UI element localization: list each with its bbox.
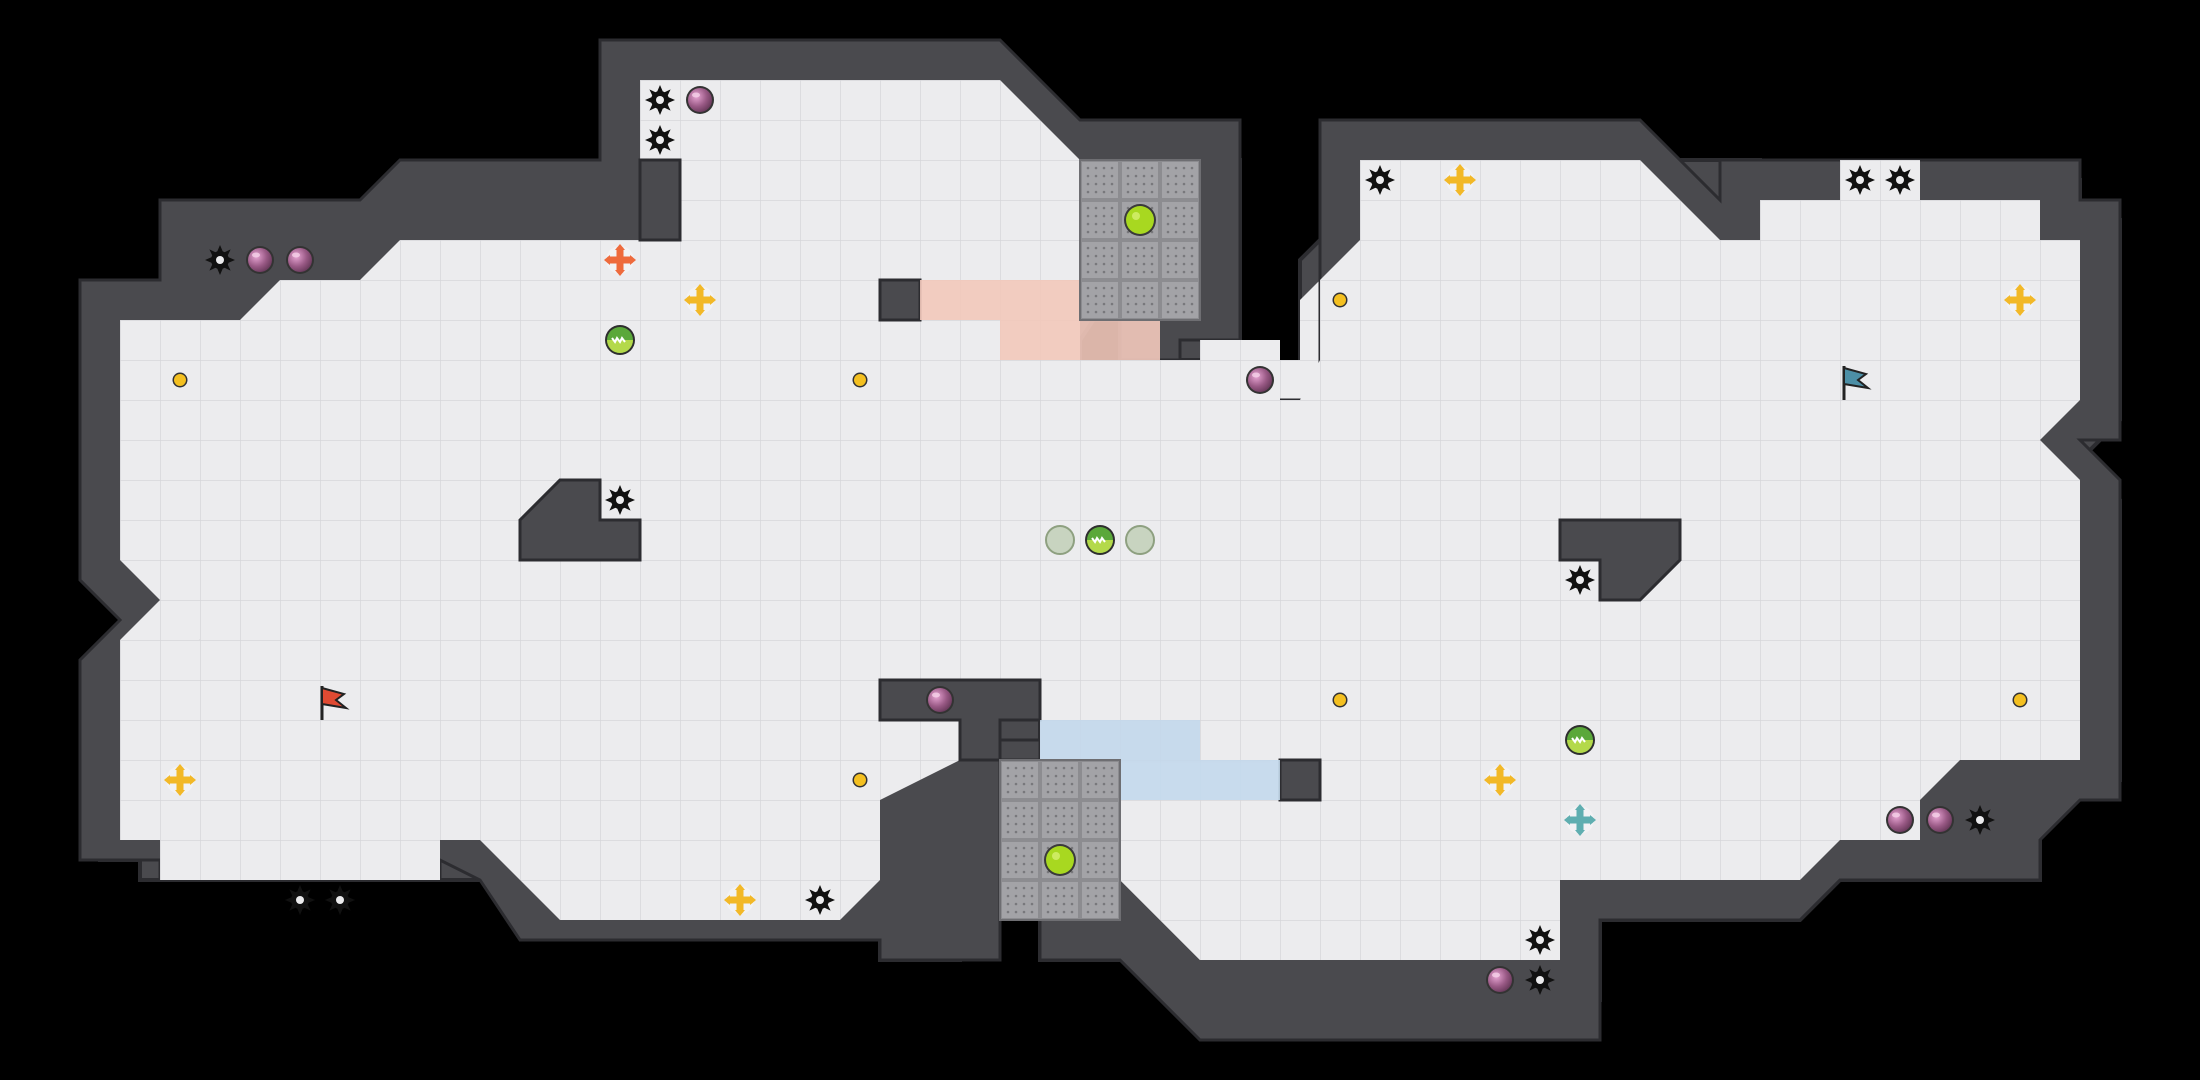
spike-icon	[1965, 805, 1995, 835]
boost-icon	[926, 686, 954, 714]
spike-icon	[1845, 165, 1875, 195]
flag-icon[interactable]	[1842, 366, 1872, 400]
blue-zone	[1040, 720, 1280, 800]
spike-icon	[1525, 925, 1555, 955]
ball-icon[interactable]	[1124, 204, 1156, 236]
red-zone	[920, 280, 1160, 360]
spike-icon	[605, 485, 635, 515]
boost-icon	[286, 246, 314, 274]
pellet-icon	[1332, 292, 1348, 308]
obstacle-left	[518, 478, 642, 562]
flag-icon[interactable]	[320, 686, 350, 720]
boost-icon	[686, 86, 714, 114]
spike-icon	[1565, 565, 1595, 595]
obstacle-small-top	[878, 278, 922, 322]
spike-icon	[1365, 165, 1395, 195]
boost-icon	[246, 246, 274, 274]
boost-icon	[1926, 806, 1954, 834]
portal-icon	[1084, 524, 1116, 556]
spike-icon	[805, 885, 835, 915]
pellet-icon	[1332, 692, 1348, 708]
ghost-portal-left	[1045, 525, 1075, 555]
portal-icon	[1564, 724, 1596, 756]
ghost-portal-right	[1125, 525, 1155, 555]
pellet-icon	[172, 372, 188, 388]
spike-icon	[1885, 165, 1915, 195]
boost-icon	[1886, 806, 1914, 834]
spike-icon	[285, 885, 315, 915]
spike-icon	[645, 85, 675, 115]
obstacle-small-bottom	[1278, 758, 1322, 802]
boost-icon	[1246, 366, 1274, 394]
spike-icon	[325, 885, 355, 915]
spawn-pad-top	[1079, 159, 1201, 321]
pellet-icon	[852, 372, 868, 388]
boost-icon	[1486, 966, 1514, 994]
spike-icon	[205, 245, 235, 275]
wall-top-step	[638, 158, 682, 242]
ball-icon[interactable]	[1044, 844, 1076, 876]
pellet-icon	[2012, 692, 2028, 708]
portal-icon	[604, 324, 636, 356]
spike-icon	[1525, 965, 1555, 995]
pellet-icon	[852, 772, 868, 788]
obstacle-right	[1558, 518, 1682, 602]
spike-icon	[645, 125, 675, 155]
spawn-pad-bottom	[999, 759, 1121, 921]
